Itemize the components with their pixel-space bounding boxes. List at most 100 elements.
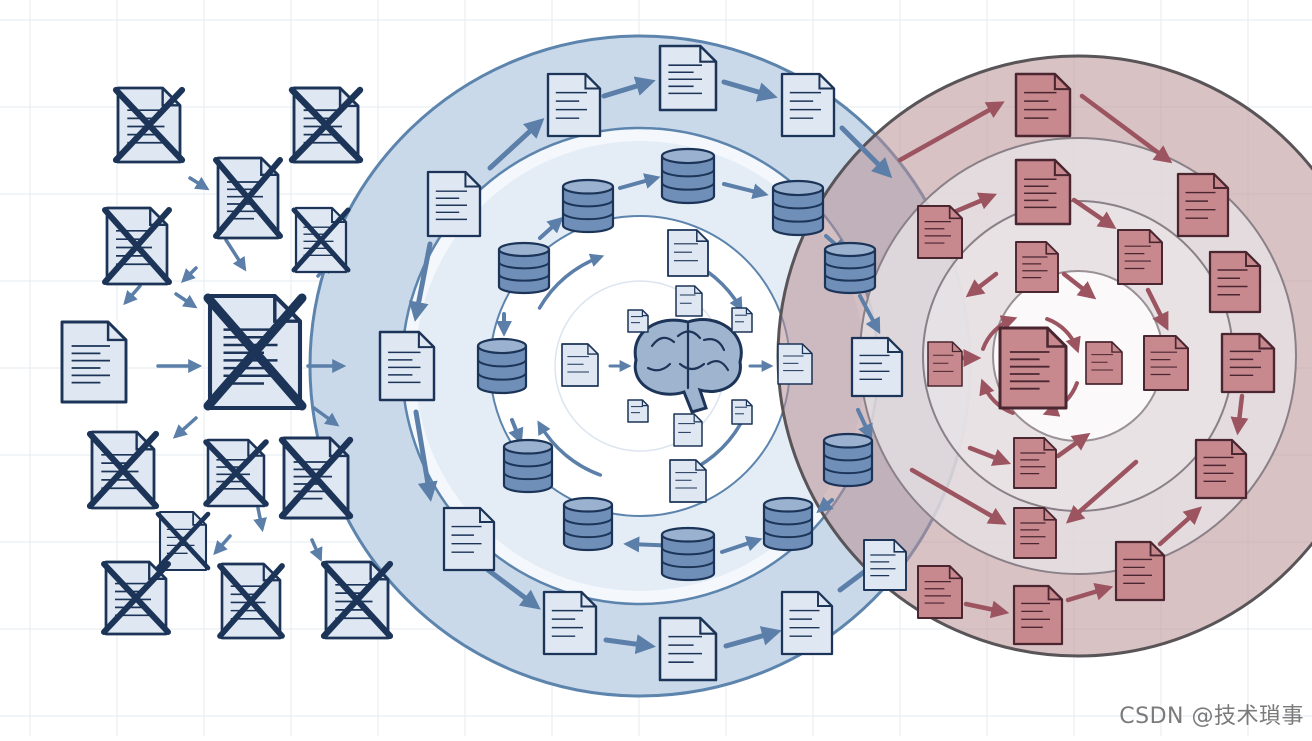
arrow-icon — [1079, 93, 1173, 164]
crossed-document-icon — [291, 206, 351, 274]
database-icon — [823, 241, 877, 295]
arrow-icon — [123, 284, 142, 306]
database-icon — [502, 438, 554, 494]
database-icon — [561, 178, 615, 234]
red-document-icon — [998, 326, 1068, 410]
crossed-document-icon — [213, 156, 283, 240]
crossed-document-icon — [278, 436, 354, 520]
document-icon — [731, 307, 753, 333]
document-icon — [850, 336, 904, 398]
document-icon — [675, 285, 703, 317]
red-document-icon — [927, 341, 963, 387]
arrow-icon — [909, 467, 1007, 525]
database-icon — [562, 496, 614, 552]
arrow-icon — [312, 406, 340, 427]
arrow-icon — [188, 176, 210, 191]
database-icon — [660, 147, 716, 205]
document-icon — [658, 616, 718, 682]
red-document-icon — [1143, 335, 1189, 391]
arrow-icon — [537, 420, 603, 477]
database-icon — [762, 496, 814, 552]
database-icon — [476, 337, 528, 395]
document-icon — [673, 413, 703, 447]
red-document-icon — [1117, 229, 1163, 285]
arrow-icon — [1065, 459, 1139, 524]
arrow-icon — [979, 378, 1015, 415]
red-document-icon — [917, 205, 963, 259]
red-document-icon — [1220, 332, 1276, 394]
document-icon — [378, 330, 436, 402]
arrow-icon — [309, 538, 323, 562]
arrow-icon — [963, 600, 1010, 619]
red-document-icon — [1085, 341, 1123, 385]
arrow-icon — [856, 408, 873, 441]
arrow-icon — [897, 101, 1005, 163]
crossed-document-icon — [102, 206, 172, 286]
crossed-document-icon — [101, 560, 171, 636]
arrow-icon — [967, 445, 1012, 466]
arrow-icon — [172, 416, 198, 439]
arrow-icon — [1061, 271, 1097, 300]
document-icon — [863, 539, 907, 591]
document-icon — [658, 44, 718, 112]
arrow-icon — [1065, 583, 1114, 603]
arrow-icon — [485, 567, 541, 610]
red-document-icon — [1114, 540, 1166, 602]
document-icon — [60, 320, 128, 404]
document-icon — [546, 72, 602, 138]
document-icon — [542, 590, 598, 656]
arrow-icon — [722, 182, 769, 200]
arrow-icon — [981, 315, 1018, 351]
red-document-icon — [1208, 250, 1262, 314]
arrow-icon — [1230, 393, 1249, 436]
database-icon — [497, 241, 551, 295]
red-document-icon — [1014, 158, 1072, 226]
arrow-icon — [1157, 506, 1203, 547]
red-document-icon — [1176, 172, 1230, 238]
arrow-icon — [965, 271, 999, 298]
arrow-icon — [1145, 287, 1169, 331]
arrow-icon — [1045, 317, 1081, 354]
arrow-icon — [839, 125, 893, 179]
document-icon — [426, 170, 482, 238]
red-document-icon — [1015, 241, 1059, 293]
arrow-icon — [253, 506, 267, 533]
document-icon — [627, 399, 649, 423]
arrow-icon — [213, 534, 232, 556]
arrow-icon — [603, 634, 656, 655]
red-document-icon — [1013, 507, 1057, 559]
document-icon — [780, 72, 836, 138]
crossed-document-icon — [288, 86, 364, 164]
document-icon — [731, 399, 753, 425]
arrow-icon — [174, 292, 198, 309]
document-icon — [667, 229, 709, 277]
crossed-document-icon — [203, 438, 269, 508]
arrow-icon — [720, 535, 763, 554]
document-icon — [780, 590, 834, 656]
database-icon — [771, 179, 825, 237]
arrow-icon — [487, 117, 545, 171]
arrow-icon — [601, 76, 656, 99]
icon-layer — [60, 44, 1276, 682]
crossed-document-icon — [320, 560, 394, 640]
arrow-icon — [618, 173, 661, 190]
arrow-icon — [1055, 432, 1091, 459]
arrow-icon — [723, 626, 782, 649]
red-document-icon — [1013, 437, 1057, 489]
watermark: CSDN @技术瑣事 — [1119, 704, 1304, 729]
red-document-icon — [1014, 72, 1072, 138]
red-document-icon — [1012, 584, 1064, 646]
arrow-icon — [181, 266, 198, 283]
crossed-document-icon — [155, 510, 211, 572]
database-icon — [822, 432, 874, 488]
crossed-document-icon — [86, 430, 160, 510]
arrow-icon — [816, 496, 834, 514]
arrow-icon — [537, 253, 605, 310]
arrow-icon — [538, 216, 564, 240]
document-icon — [561, 343, 599, 387]
crossed-document-icon — [203, 293, 307, 411]
red-document-icon — [1194, 438, 1248, 500]
arrow-icon — [408, 241, 433, 322]
